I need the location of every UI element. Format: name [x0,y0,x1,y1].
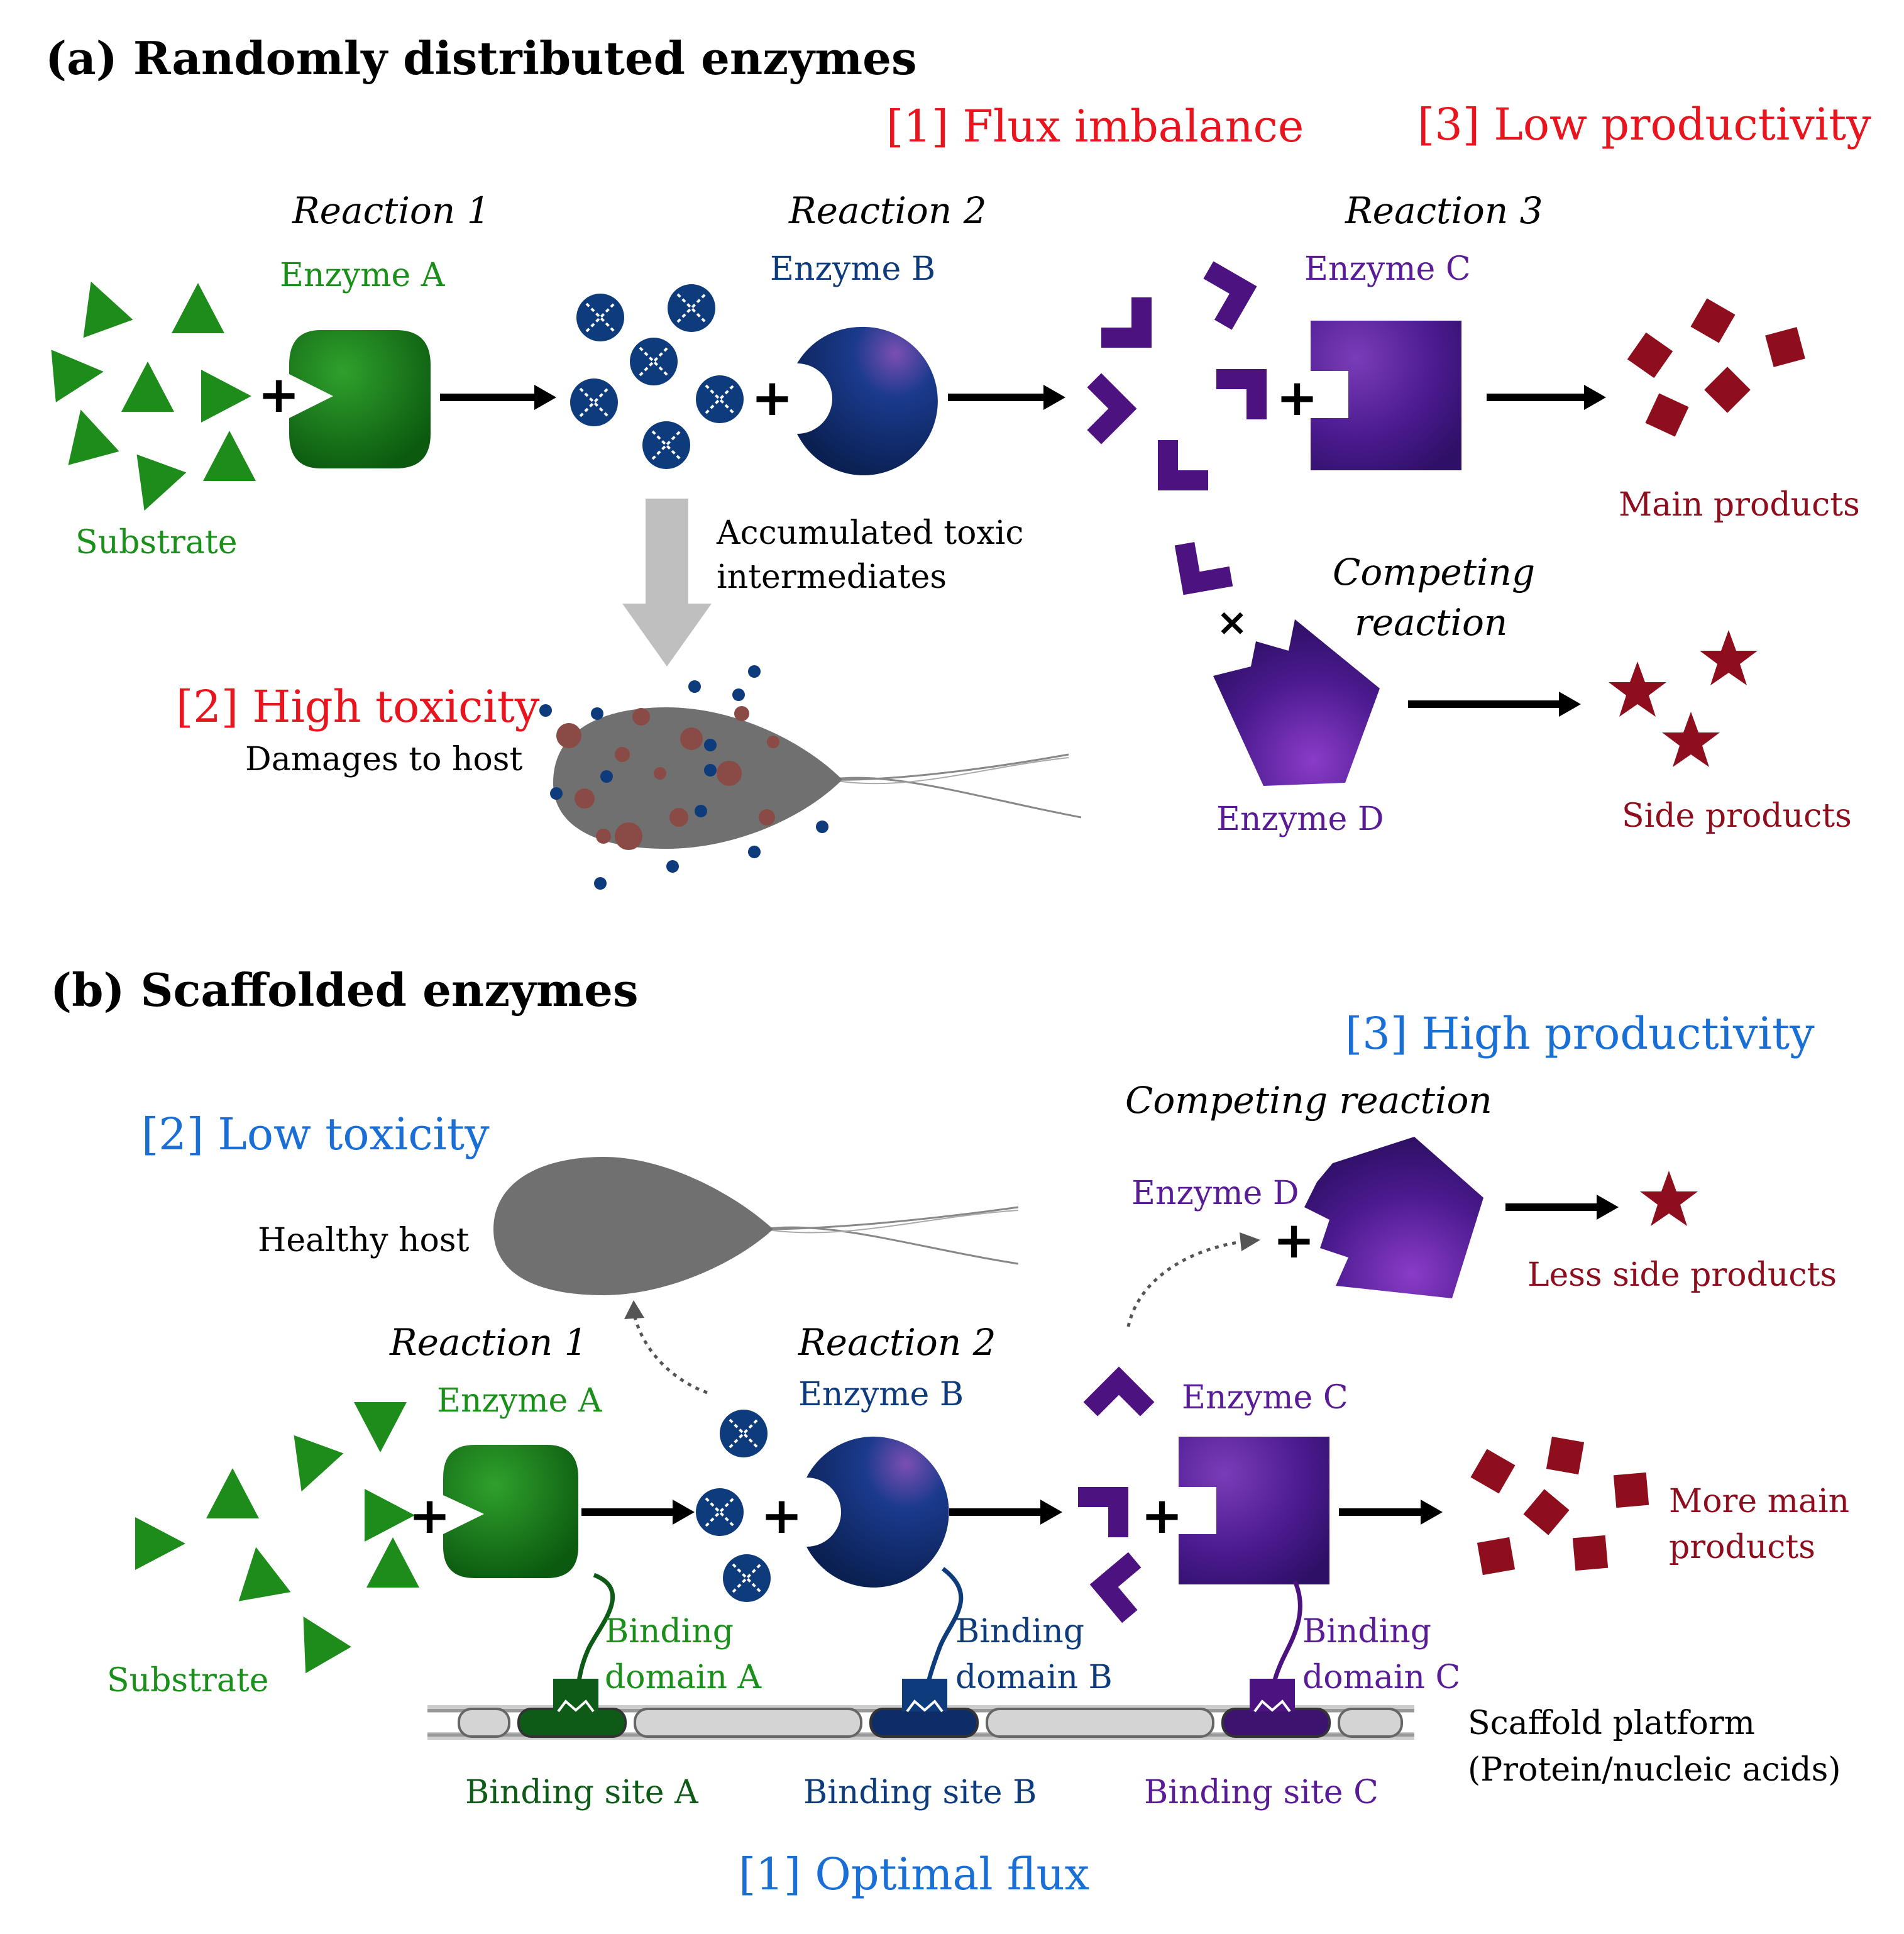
toxicity-arrow-head [622,604,712,666]
binding-site-a-label: Binding site A [465,1774,699,1811]
competing-reaction-label: Competing reaction [1125,1079,1492,1122]
optimal-flux-label: [1] Optimal flux [739,1848,1089,1900]
arrow-head [1584,385,1606,410]
main-products-label: Main products [1619,486,1860,524]
flux-imbalance-label: [1] Flux imbalance [886,101,1304,152]
reaction-2-label: Reaction 2 [788,189,987,232]
enzyme-a-shape-b [443,1445,578,1578]
high-productivity-label: [3] High productivity [1345,1008,1815,1059]
enzyme-b-shape-b [806,1436,949,1588]
reaction-1-label: Reaction 1 [292,189,490,232]
binding-site-c-label: Binding site C [1144,1774,1378,1811]
arrow-head [1559,692,1581,717]
enzyme-c-label-b: Enzyme C [1182,1379,1348,1417]
main-products-b [1470,1436,1649,1576]
healthy-host-cell [493,1157,1019,1295]
dotted-arrow-to-host [633,1317,708,1395]
plus-sign: + [1141,1486,1183,1545]
dotted-arrow-head [624,1300,644,1319]
enzyme-d-label-b: Enzyme D [1131,1174,1299,1212]
enzyme-b-label: Enzyme B [770,250,935,288]
side-products-label: Side products [1622,797,1852,835]
less-side-products-label: Less side products [1527,1256,1837,1294]
enzyme-b-shape [797,326,938,475]
intermediate-molecules-b [695,1408,772,1603]
binding-domain-a-line1: Binding [605,1613,734,1650]
enzyme-d-label: Enzyme D [1216,800,1384,838]
low-productivity-label: [3] Low productivity [1417,99,1871,150]
chevron-molecules [1065,261,1267,595]
binding-site-b-label: Binding site B [803,1774,1037,1811]
plus-sign: + [1273,1211,1315,1269]
scaffold-label-line2: (Protein/nucleic acids) [1468,1751,1841,1789]
binding-domain-c [1250,1580,1302,1713]
substrate-label: Substrate [75,524,238,561]
competing-line1: Competing [1333,551,1535,594]
arrow-head [1597,1195,1619,1220]
binding-domain-c-line2: domain C [1302,1659,1460,1696]
reaction-2-label-b: Reaction 2 [798,1321,996,1364]
panel-a: (a) Randomly distributed enzymes [1] Flu… [45,31,1871,890]
low-toxicity-label: [2] Low toxicity [141,1108,490,1160]
binding-domain-a [553,1572,615,1713]
toxicity-arrow-shaft [646,499,688,605]
reaction-1-label-b: Reaction 1 [389,1321,588,1364]
enzyme-d-shape [1213,619,1380,786]
enzyme-a-shape [289,330,431,468]
cross-mark: × [1216,600,1248,644]
competing-line2: reaction [1355,601,1507,644]
panel-b-title: (b) Scaffolded enzymes [50,963,638,1017]
damages-label: Damages to host [245,741,522,778]
more-main-line1: More main [1669,1483,1849,1520]
main-products [1627,298,1805,437]
arrow-head [1043,385,1065,410]
substrate-molecules-b [135,1402,419,1674]
panel-a-title: (a) Randomly distributed enzymes [45,31,917,85]
plus-sign: + [1276,368,1318,427]
plus-sign: + [751,368,793,427]
panel-b: (b) Scaffolded enzymes [3] High producti… [50,963,1849,1900]
enzyme-c-label: Enzyme C [1304,250,1471,288]
accumulated-line1: Accumulated toxic [716,514,1024,552]
enzyme-c-shape-b [1179,1437,1329,1584]
binding-domain-a-line2: domain A [605,1659,762,1696]
side-product-star [1640,1171,1698,1226]
enzyme-a-label-b: Enzyme A [437,1382,603,1420]
more-main-line2: products [1669,1528,1815,1566]
side-products [1609,630,1758,767]
arrow-head [673,1500,695,1525]
dotted-arrow-to-enzyme-d [1126,1240,1242,1327]
enzyme-a-label: Enzyme A [280,257,446,294]
scaffold-label-line1: Scaffold platform [1468,1705,1755,1742]
enzyme-b-label-b: Enzyme B [798,1376,964,1413]
reaction-3-label: Reaction 3 [1345,189,1543,232]
accumulated-line2: intermediates [717,558,947,596]
intermediate-molecules [569,283,745,470]
binding-domain-b [902,1567,964,1713]
healthy-host-label: Healthy host [258,1222,470,1259]
plus-sign: + [761,1486,803,1545]
dotted-arrow-head [1240,1232,1260,1251]
arrow-head [1421,1500,1443,1525]
damaged-host-cell [539,665,1082,890]
arrow-head [1040,1500,1062,1525]
arrow-head [534,385,556,410]
binding-domain-b-line2: domain B [955,1659,1113,1696]
enzyme-c-shape [1311,321,1461,470]
substrate-molecules [51,272,256,520]
binding-domain-c-line1: Binding [1302,1613,1431,1650]
binding-domain-b-line1: Binding [955,1613,1084,1650]
scaffold-platform [427,1705,1414,1740]
substrate-label-b: Substrate [107,1662,269,1699]
high-toxicity-label: [2] High toxicity [176,681,540,732]
enzyme-d-shape-b [1304,1137,1483,1298]
